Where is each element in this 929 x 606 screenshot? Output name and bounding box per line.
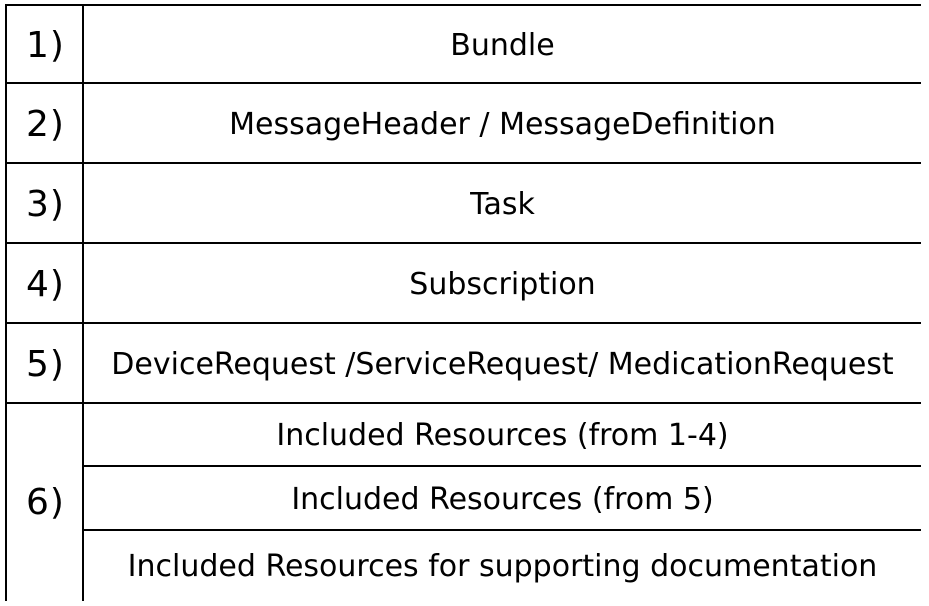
row-label-bundle: Bundle: [82, 4, 921, 84]
row-label-subscription: Subscription: [82, 242, 921, 324]
row-sublabel-included-5: Included Resources (from 5): [82, 465, 921, 531]
row-number-5: 5): [5, 322, 84, 404]
row-sublabel-included-1-4: Included Resources (from 1-4): [82, 402, 921, 467]
row-label-task: Task: [82, 162, 921, 244]
row-number-3: 3): [5, 162, 84, 244]
row-number-6: 6): [5, 402, 84, 601]
row-number-1: 1): [5, 4, 84, 84]
row-label-messageheader: MessageHeader / MessageDefinition: [82, 82, 921, 164]
row-sublabel-included-supporting: Included Resources for supporting docume…: [82, 529, 921, 601]
resource-order-table: 1) Bundle 2) MessageHeader / MessageDefi…: [5, 4, 921, 601]
row-number-4: 4): [5, 242, 84, 324]
row-number-2: 2): [5, 82, 84, 164]
row-label-requests: DeviceRequest /ServiceRequest/ Medicatio…: [82, 322, 921, 404]
